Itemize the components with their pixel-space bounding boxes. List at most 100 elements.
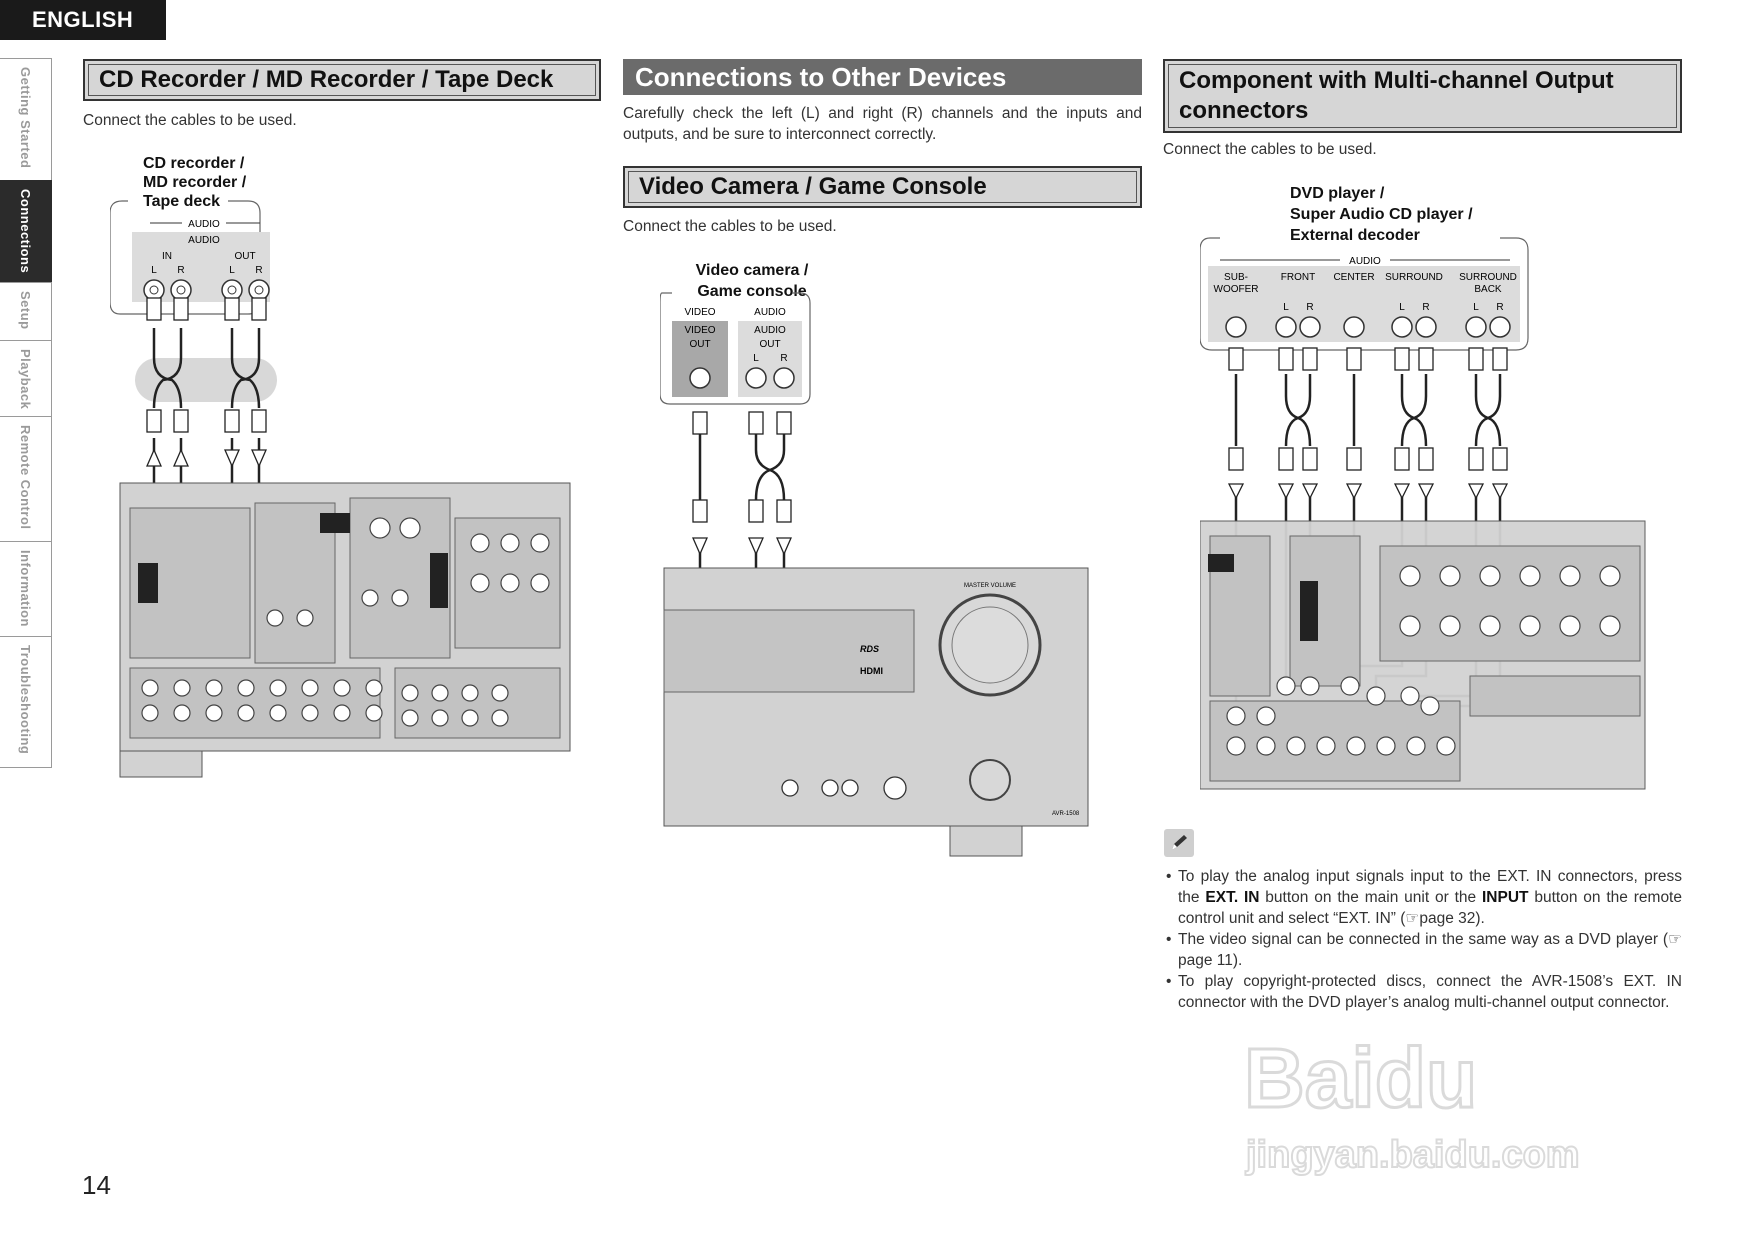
watermark-brand: Baidu bbox=[1244, 1031, 1477, 1125]
input-button-ref: INPUT bbox=[1482, 889, 1529, 906]
panel-sub-label: AUDIO bbox=[188, 235, 220, 246]
ext-in-button-ref: EXT. IN bbox=[1205, 889, 1260, 906]
title-line: connectors bbox=[1179, 97, 1309, 124]
section3-intro: Connect the cables to be used. bbox=[1163, 141, 1377, 158]
tab-remote-control[interactable]: Remote Control bbox=[0, 416, 52, 541]
note-text: button on the main unit or the bbox=[1259, 889, 1482, 906]
tab-label: Playback bbox=[18, 349, 33, 410]
panel-group-label: AUDIO bbox=[1349, 256, 1381, 267]
tab-label: Remote Control bbox=[18, 425, 33, 530]
device-line: Super Audio CD player / bbox=[1290, 206, 1473, 223]
tab-label: Connections bbox=[18, 189, 33, 274]
device-line: Tape deck bbox=[143, 193, 221, 210]
panel-surround: SURROUND bbox=[1385, 272, 1443, 283]
panel-l: L bbox=[1283, 302, 1289, 313]
tab-label: Getting Started bbox=[18, 67, 33, 169]
hdmi-logo: HDMI bbox=[860, 666, 883, 676]
note-text: The video signal can be connected in the… bbox=[1178, 931, 1669, 948]
tab-label: Setup bbox=[18, 291, 33, 330]
note-text: button on the remote control unit and se… bbox=[1178, 889, 1682, 927]
section3-diagram: AUDIO SUB- WOOFER FRONT CENTER SURROUND … bbox=[1200, 237, 1646, 790]
tab-setup[interactable]: Setup bbox=[0, 282, 52, 340]
panel-l: L bbox=[1473, 302, 1479, 313]
pencil-note-icon bbox=[1164, 829, 1194, 857]
panel-l: L bbox=[753, 353, 759, 364]
front-aux-jacks bbox=[781, 776, 907, 800]
pencil-glyph bbox=[1172, 835, 1187, 850]
page-reference[interactable]: page 11). bbox=[1178, 952, 1243, 969]
section2-device-label: Video camera / Game console bbox=[680, 260, 824, 302]
tab-label: Information bbox=[18, 550, 33, 627]
panel-l: L bbox=[1399, 302, 1405, 313]
tab-playback[interactable]: Playback bbox=[0, 340, 52, 416]
section3-title: Component with Multi-channel Output conn… bbox=[1163, 59, 1682, 133]
section1-diagram: AUDIO AUDIO IN OUT L R L R bbox=[110, 200, 571, 778]
tab-connections[interactable]: Connections bbox=[0, 180, 52, 282]
rca-plugs bbox=[146, 297, 267, 433]
tab-getting-started[interactable]: Getting Started bbox=[0, 58, 52, 180]
section1-device-label: CD recorder / MD recorder / Tape deck bbox=[143, 154, 246, 211]
note-item: To play the analog input signals input t… bbox=[1166, 866, 1682, 929]
watermark-site: jingyan.baidu.com bbox=[1245, 1134, 1580, 1176]
signal-arrows bbox=[1227, 483, 1509, 500]
section2-sub-intro: Connect the cables to be used. bbox=[623, 218, 837, 235]
back-panel-jacks bbox=[1226, 565, 1621, 756]
device-line: Video camera / bbox=[695, 262, 809, 279]
rca-jacks bbox=[1225, 316, 1511, 338]
panel-subwoofer: WOOFER bbox=[1214, 284, 1259, 295]
panel-surround-back: BACK bbox=[1474, 284, 1502, 295]
panel-audio-group: AUDIO bbox=[754, 307, 786, 318]
panel-out-label: OUT bbox=[234, 251, 255, 262]
panel-l: L bbox=[229, 265, 235, 276]
panel-r: R bbox=[1496, 302, 1503, 313]
rds-logo: RDS bbox=[860, 644, 879, 654]
rca-jack-centers bbox=[149, 285, 264, 295]
device-line: MD recorder / bbox=[143, 174, 247, 191]
panel-r: R bbox=[1306, 302, 1313, 313]
rca-plugs bbox=[1228, 347, 1508, 471]
pointing-hand-icon: ☞ bbox=[1405, 910, 1420, 927]
note-item: The video signal can be connected in the… bbox=[1166, 929, 1682, 971]
pointing-hand-icon: ☞ bbox=[1668, 931, 1682, 948]
section1-intro: Connect the cables to be used. bbox=[83, 112, 297, 129]
rca-jacks bbox=[689, 367, 795, 389]
panel-video-out: OUT bbox=[689, 339, 710, 350]
section2-diagram: VIDEO AUDIO VIDEO OUT AUDIO OUT L R RDS … bbox=[660, 292, 1089, 857]
section3-device-label: DVD player / Super Audio CD player / Ext… bbox=[1290, 183, 1473, 246]
note-item: To play copyright-protected discs, conne… bbox=[1166, 971, 1682, 1013]
panel-in-label: IN bbox=[162, 251, 172, 262]
panel-r: R bbox=[255, 265, 262, 276]
section2-subtitle: Video Camera / Game Console bbox=[623, 166, 1142, 208]
note-text: To play the analog input signals input t… bbox=[1178, 868, 1682, 906]
rca-plugs bbox=[692, 411, 792, 523]
panel-subwoofer: SUB- bbox=[1224, 272, 1248, 283]
panel-l: L bbox=[151, 265, 157, 276]
panel-center: CENTER bbox=[1333, 272, 1374, 283]
section1-title: CD Recorder / MD Recorder / Tape Deck bbox=[83, 59, 601, 101]
panel-video-group: VIDEO bbox=[684, 307, 715, 318]
device-line: CD recorder / bbox=[143, 155, 245, 172]
master-volume-label: MASTER VOLUME bbox=[964, 583, 1016, 589]
device-line: Game console bbox=[697, 283, 807, 300]
page-reference[interactable]: page 32). bbox=[1419, 910, 1485, 927]
panel-surround-back: SURROUND bbox=[1459, 272, 1517, 283]
tab-label: Troubleshooting bbox=[18, 645, 33, 755]
signal-arrows bbox=[692, 537, 792, 556]
page-number: 14 bbox=[82, 1170, 111, 1200]
panel-audio-sub: AUDIO bbox=[754, 325, 786, 336]
model-label: AVR-1508 bbox=[1052, 811, 1080, 817]
select-knob bbox=[969, 759, 1011, 801]
tab-troubleshooting[interactable]: Troubleshooting bbox=[0, 636, 52, 768]
section2-intro: Carefully check the left (L) and right (… bbox=[623, 105, 1142, 143]
tab-information[interactable]: Information bbox=[0, 541, 52, 636]
side-tab-nav: Getting Started Connections Setup Playba… bbox=[0, 58, 52, 768]
baidu-watermark: Baidu jingyan.baidu.com bbox=[1243, 1030, 1581, 1178]
device-line: DVD player / bbox=[1290, 185, 1385, 202]
title-line: Component with Multi-channel Output bbox=[1179, 67, 1614, 94]
panel-group-label: AUDIO bbox=[188, 219, 220, 230]
notes-list: To play the analog input signals input t… bbox=[1166, 866, 1682, 1013]
section2-title: Connections to Other Devices bbox=[623, 59, 1142, 95]
panel-r: R bbox=[1422, 302, 1429, 313]
back-panel-jacks bbox=[141, 517, 550, 727]
